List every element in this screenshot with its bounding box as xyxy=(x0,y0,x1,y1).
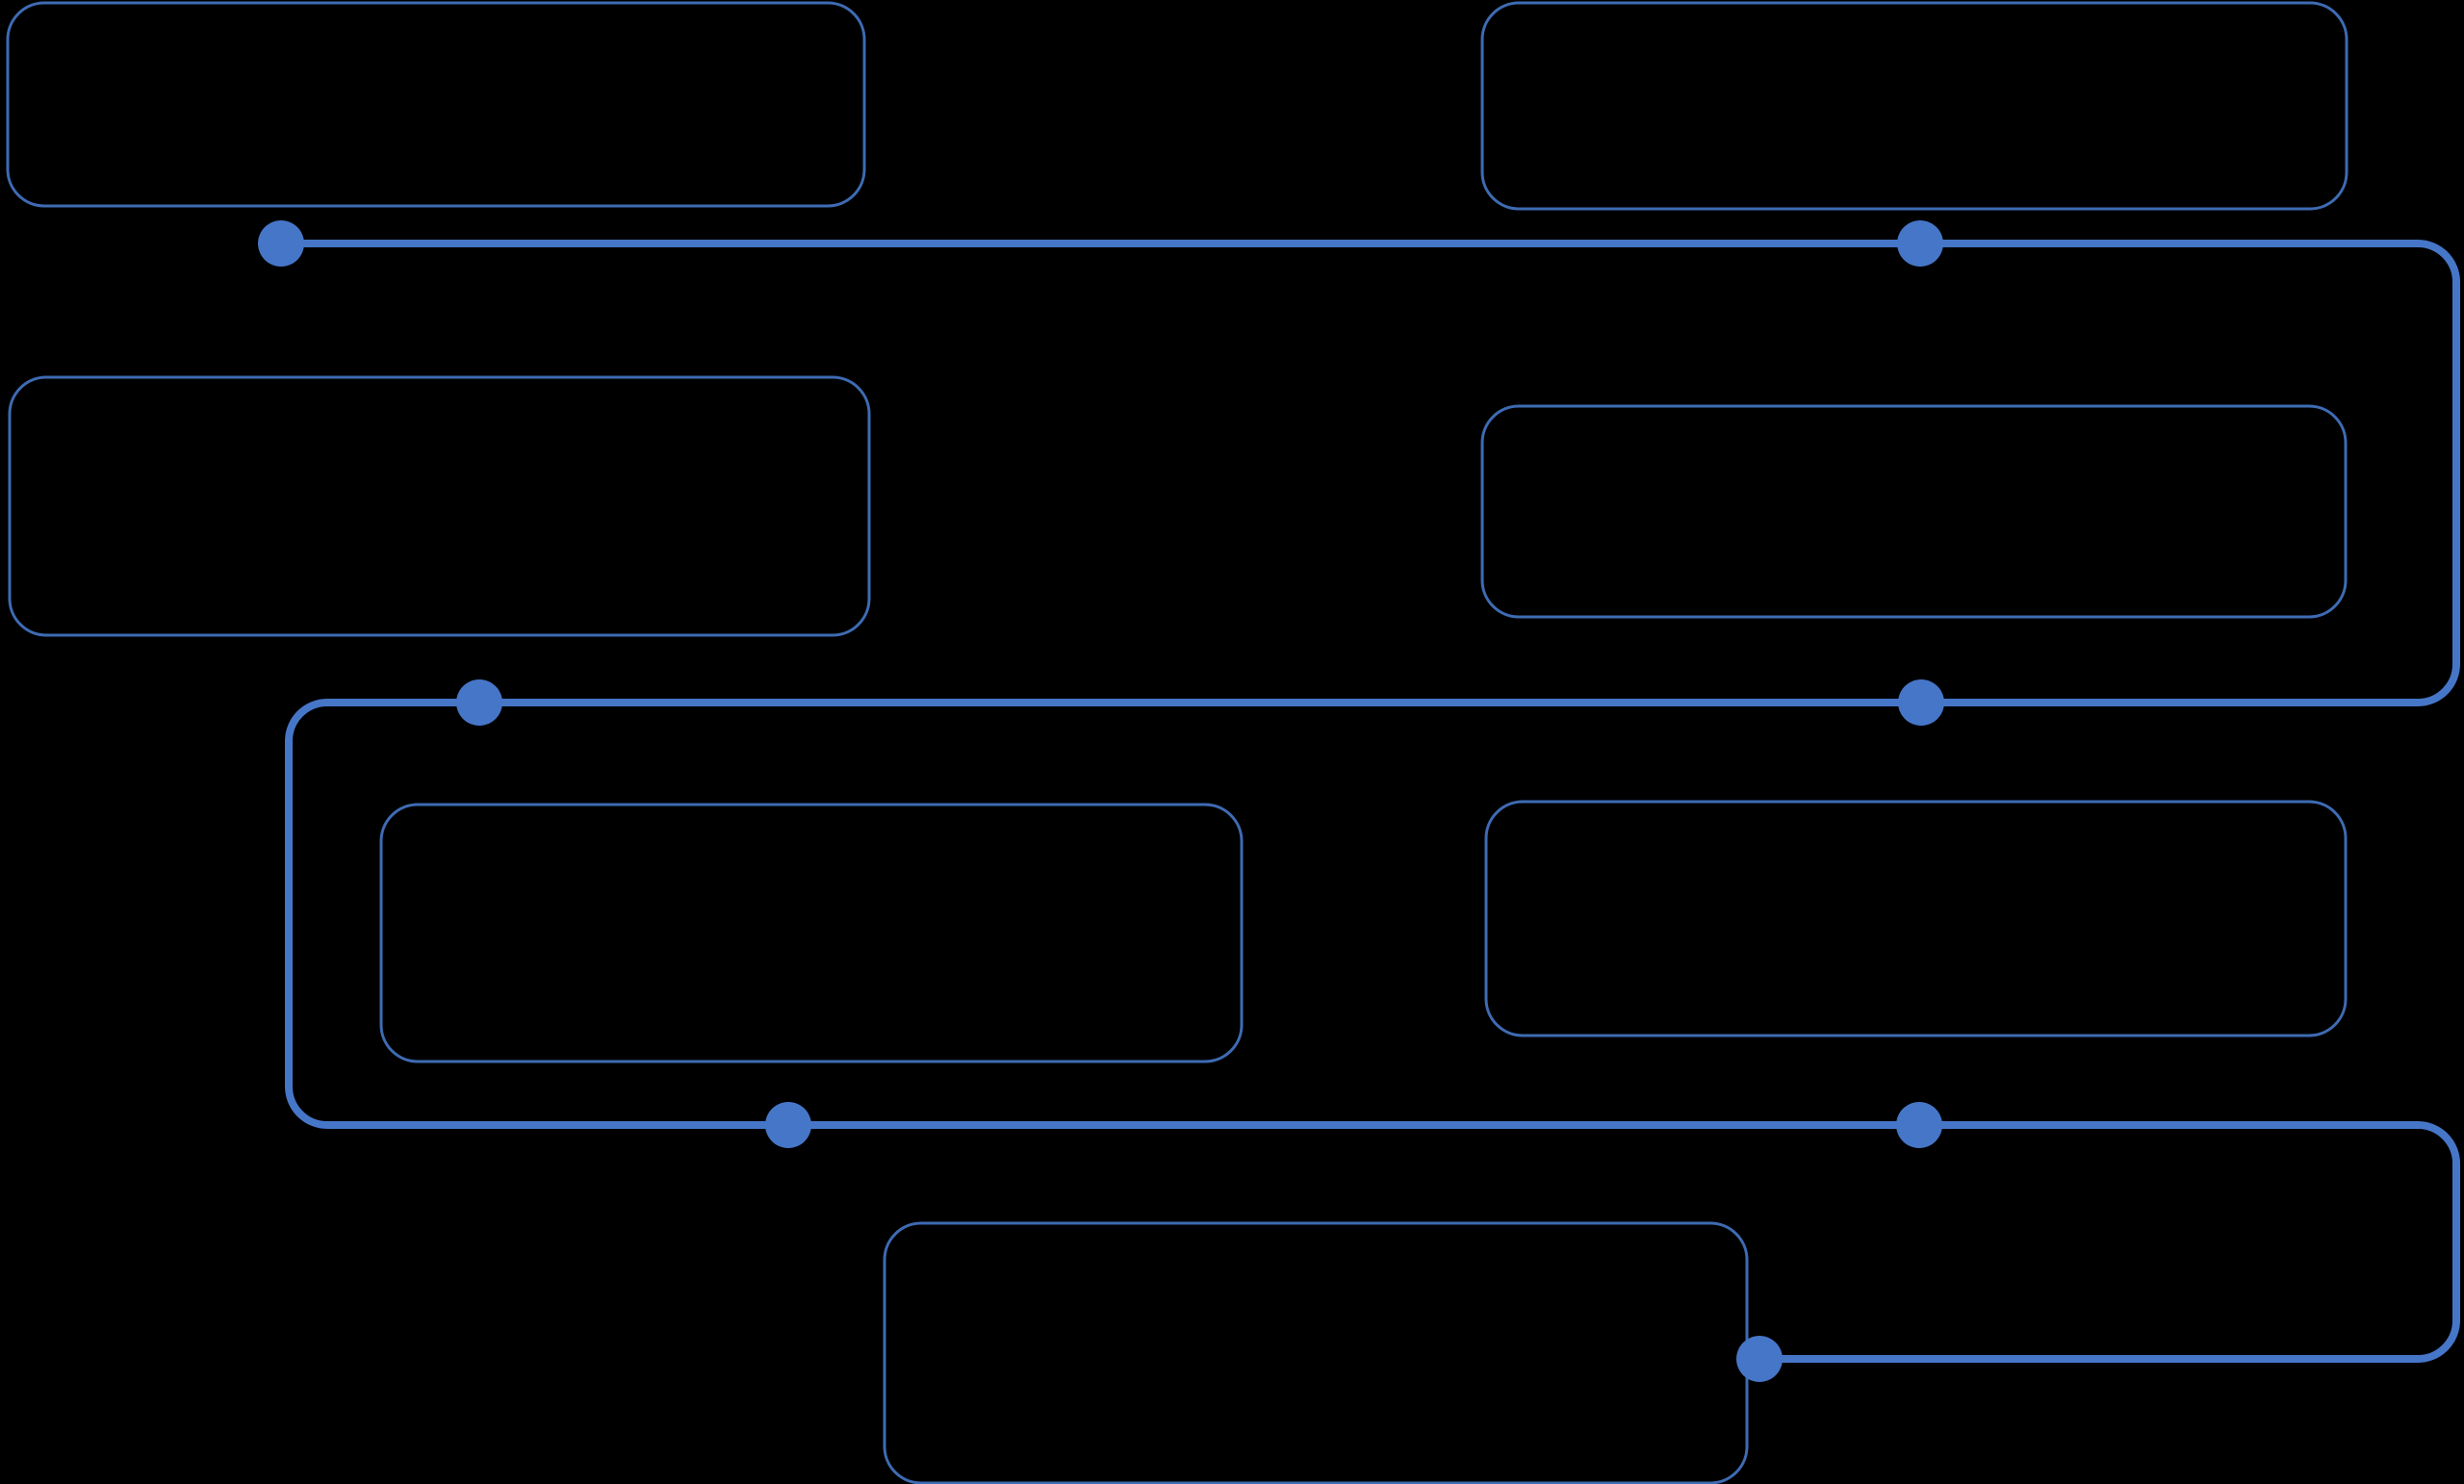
milestone-dots-layer xyxy=(258,220,1944,1382)
milestone-dot-stage-4 xyxy=(1898,679,1944,726)
flow-box-stage-4 xyxy=(1480,404,2348,619)
milestone-dot-stage-6 xyxy=(1896,1102,1942,1148)
flow-box-stage-5 xyxy=(379,803,1244,1063)
flow-box-stage-1 xyxy=(6,1,866,208)
milestone-dot-stage-2 xyxy=(1897,220,1943,267)
connector-path xyxy=(281,240,2460,1363)
milestone-dot-stage-1 xyxy=(258,220,304,267)
milestone-dot-stage-5 xyxy=(765,1102,811,1148)
milestone-dot-stage-7 xyxy=(1736,1336,1783,1382)
flow-box-stage-3 xyxy=(8,375,871,637)
flow-box-stage-7 xyxy=(883,1221,1749,1484)
flow-box-stage-6 xyxy=(1484,800,2348,1037)
milestone-dot-stage-3 xyxy=(456,679,502,726)
stage-boxes-layer xyxy=(6,1,2348,1484)
flow-box-stage-2 xyxy=(1480,1,2348,211)
